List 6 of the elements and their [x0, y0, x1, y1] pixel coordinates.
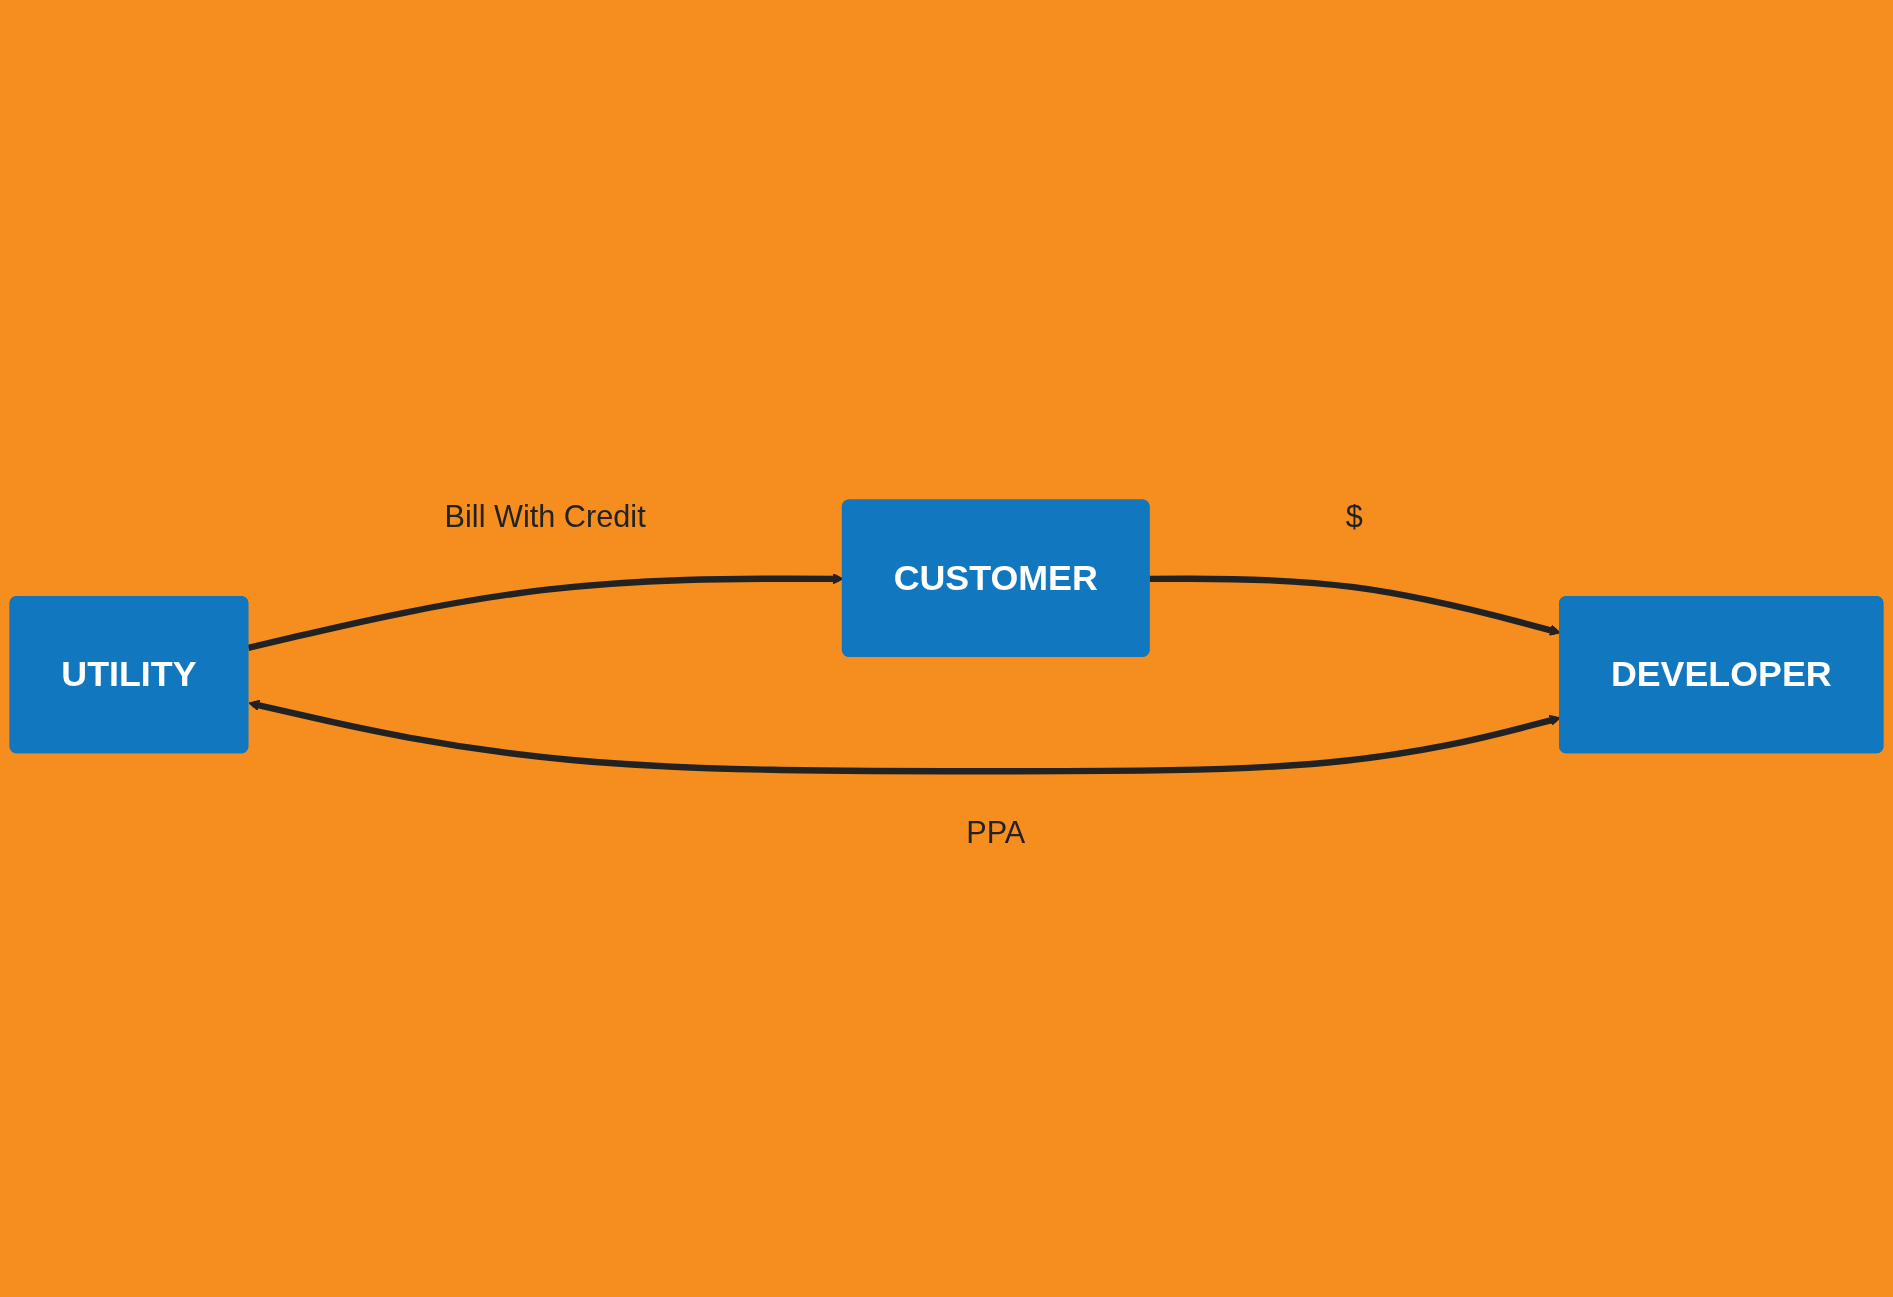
node-label: CUSTOMER [893, 556, 1098, 600]
node-label: UTILITY [61, 653, 197, 696]
edge-label: Bill With Credit [443, 497, 647, 536]
node-label: DEVELOPER [1610, 653, 1832, 696]
edge-label: $ [1344, 497, 1364, 536]
edge-label: PPA [965, 813, 1027, 852]
